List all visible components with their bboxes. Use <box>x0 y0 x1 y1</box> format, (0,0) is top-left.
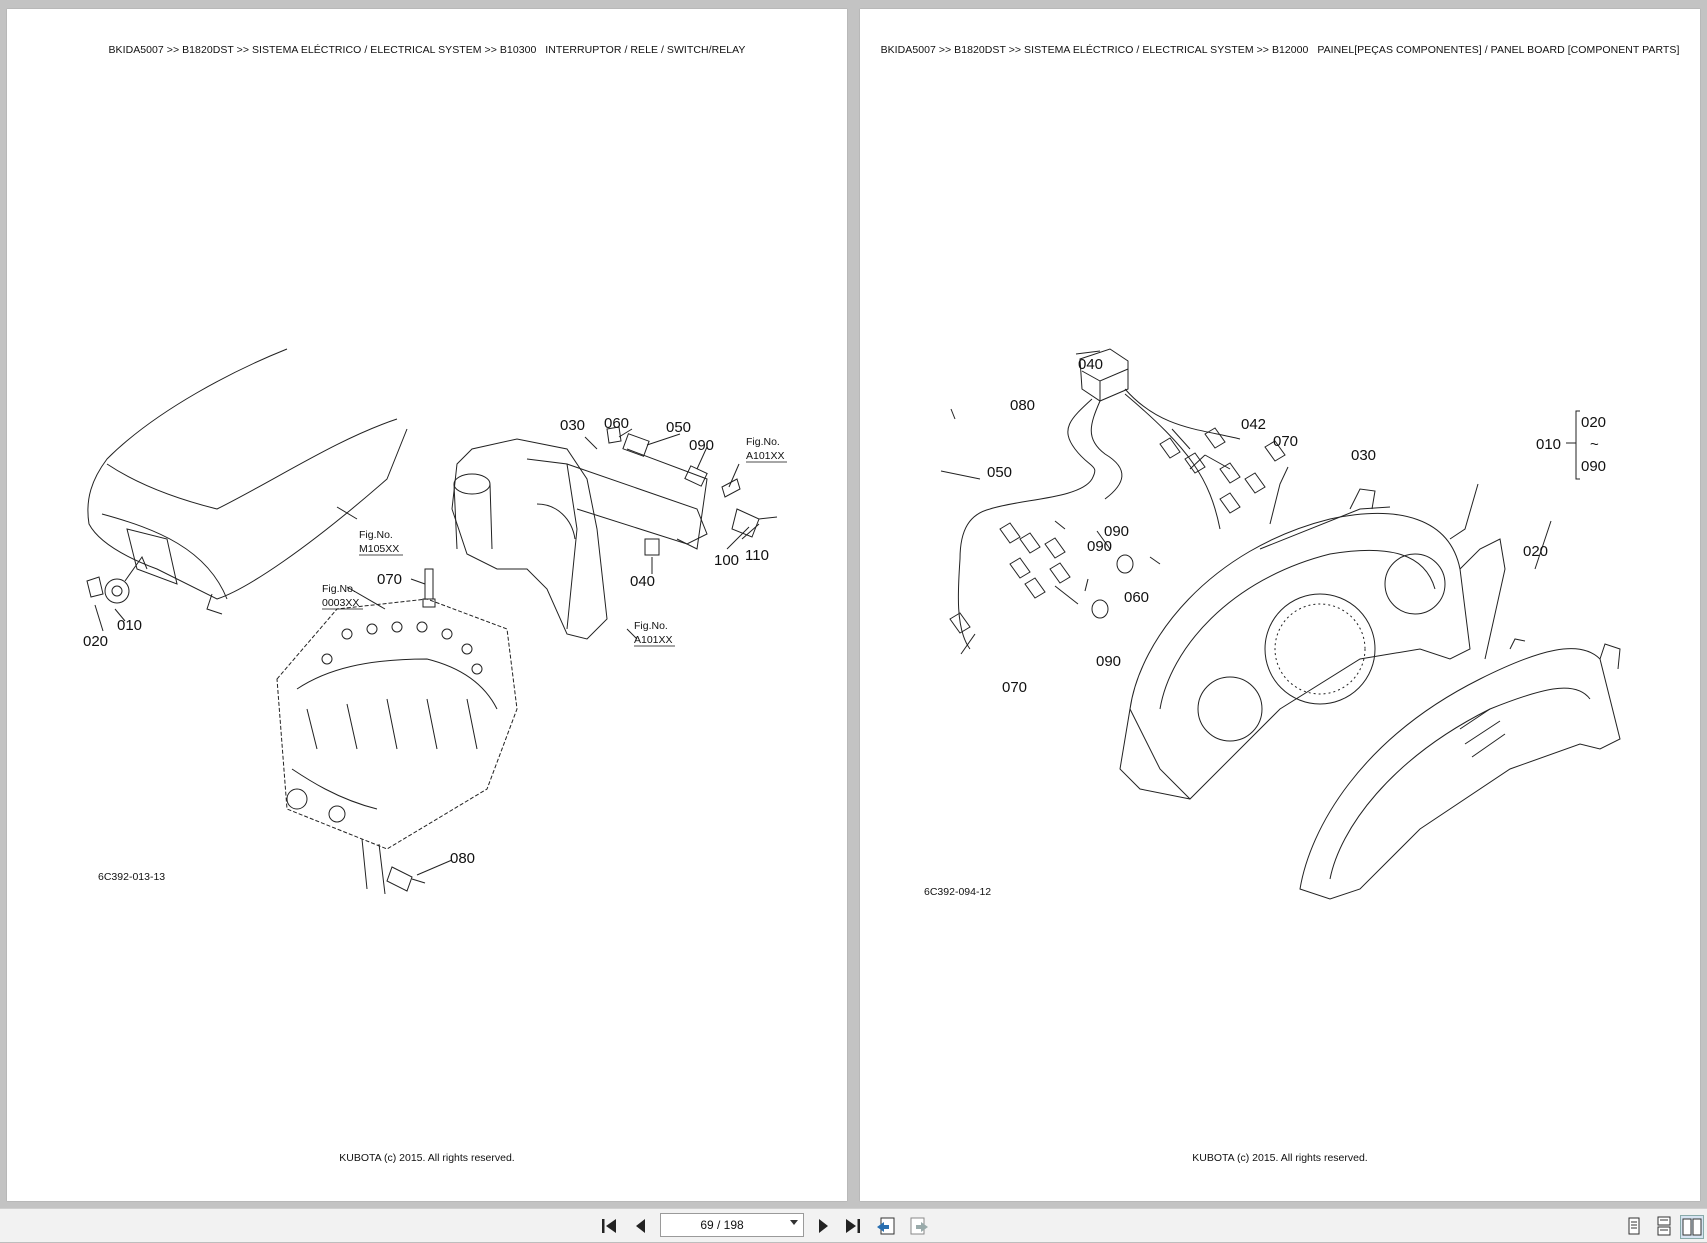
last-page-icon[interactable] <box>842 1215 864 1237</box>
chevron-down-icon <box>790 1220 798 1225</box>
document-page-right: BKIDA5007 >> B1820DST >> SISTEMA ELÉCTRI… <box>860 9 1700 1201</box>
facing-pages-view-icon[interactable] <box>1680 1215 1704 1239</box>
figref-code-m105xx: M105XX <box>359 543 399 555</box>
page-breadcrumb: BKIDA5007 >> B1820DST >> SISTEMA ELÉCTRI… <box>108 44 746 56</box>
callout-070: 070 <box>377 571 402 588</box>
copyright-footer: KUBOTA (c) 2015. All rights reserved. <box>339 1152 515 1164</box>
callout-042: 042 <box>1241 416 1266 433</box>
figref-code-0003xx: 0003XX <box>322 597 359 609</box>
figref-label-2: Fig.No. <box>322 583 356 595</box>
figure-code: 6C392-094-12 <box>924 886 992 898</box>
callout-110: 110 <box>745 547 769 564</box>
figref-label-3: Fig.No. <box>746 436 780 448</box>
viewer-toolbar: 69 / 198 <box>0 1208 1707 1242</box>
callout-030: 030 <box>1351 447 1376 464</box>
callout-090-b: 090 <box>1087 538 1112 555</box>
callout-070: 070 <box>1273 433 1298 450</box>
callout-100: 100 <box>714 552 739 569</box>
callout-080: 080 <box>1010 397 1035 414</box>
next-page-icon[interactable] <box>812 1215 834 1237</box>
figref-code-a101xx-2: A101XX <box>634 634 673 646</box>
previous-page-icon[interactable] <box>630 1215 652 1237</box>
continuous-view-icon[interactable] <box>1653 1215 1675 1237</box>
page-indicator: 69 / 198 <box>700 1218 744 1232</box>
callout-090-a: 090 <box>1104 523 1129 540</box>
document-page-left: BKIDA5007 >> B1820DST >> SISTEMA ELÉCTRI… <box>7 9 847 1201</box>
callout-050: 050 <box>987 464 1012 481</box>
document-viewport[interactable]: BKIDA5007 >> B1820DST >> SISTEMA ELÉCTRI… <box>0 0 1707 1208</box>
go-forward-icon[interactable] <box>908 1215 930 1237</box>
callout-050: 050 <box>666 419 691 436</box>
page-number-select[interactable]: 69 / 198 <box>660 1213 804 1237</box>
parts-diagram-switch-relay: 010 020 030 040 050 060 070 080 090 100 … <box>83 348 787 895</box>
first-page-icon[interactable] <box>598 1215 620 1237</box>
callout-090: 090 <box>689 437 714 454</box>
callout-080: 080 <box>450 850 475 867</box>
figref-label-4: Fig.No. <box>634 620 668 632</box>
copyright-footer: KUBOTA (c) 2015. All rights reserved. <box>1192 1152 1368 1164</box>
range-tilde: ~ <box>1590 436 1599 453</box>
callout-060: 060 <box>1124 589 1149 606</box>
callout-020: 020 <box>1523 543 1548 560</box>
range-bottom: 090 <box>1581 458 1606 475</box>
figref-label-1: Fig.No. <box>359 529 393 541</box>
go-back-icon[interactable] <box>875 1215 897 1237</box>
single-page-view-icon[interactable] <box>1623 1215 1645 1237</box>
callout-020: 020 <box>83 633 108 650</box>
callout-060: 060 <box>604 415 629 432</box>
callout-070-b: 070 <box>1002 679 1027 696</box>
figref-code-a101xx-1: A101XX <box>746 450 785 462</box>
parts-diagram-panel-board: 040 080 042 070 050 030 090 090 060 090 … <box>940 348 1621 900</box>
callout-090-c: 090 <box>1096 653 1121 670</box>
callout-040: 040 <box>1078 356 1103 373</box>
callout-040: 040 <box>630 573 655 590</box>
callout-010: 010 <box>117 617 142 634</box>
figure-code: 6C392-013-13 <box>98 871 166 883</box>
range-top: 020 <box>1581 414 1606 431</box>
range-from: 010 <box>1536 436 1561 453</box>
callout-030: 030 <box>560 417 585 434</box>
page-breadcrumb: BKIDA5007 >> B1820DST >> SISTEMA ELÉCTRI… <box>880 44 1680 56</box>
